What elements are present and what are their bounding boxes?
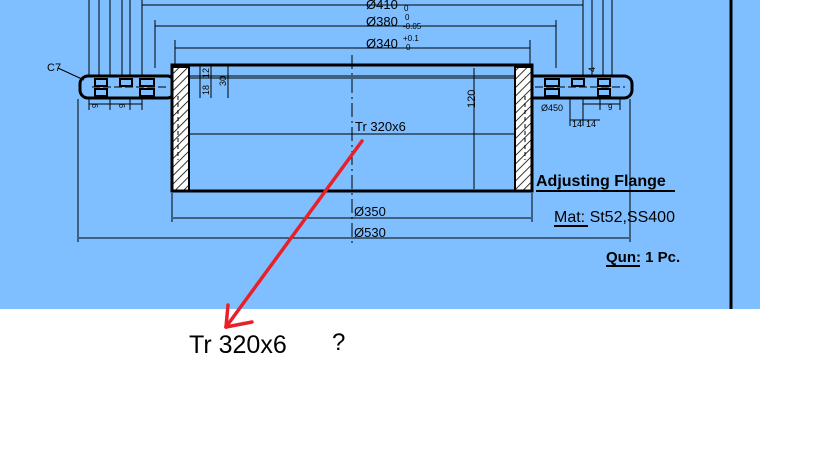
- part-quantity: Qun: 1 Pc.: [606, 249, 680, 266]
- dim-d530: Ø530: [354, 225, 386, 240]
- callout-arrow: [224, 139, 364, 329]
- dim-depth-18: 18: [201, 85, 211, 95]
- dim-small-9b: 9: [118, 103, 127, 108]
- dim-small-9a: 9: [91, 103, 100, 108]
- dim-d340-tol-upper: +0.1: [403, 34, 419, 43]
- dim-small-9c: 9: [608, 103, 613, 112]
- dim-depth-30: 30: [218, 76, 228, 86]
- dim-depth-12: 12: [201, 68, 211, 78]
- part-material: Mat: St52,SS400: [554, 209, 675, 226]
- dim-height-120: 120: [466, 90, 478, 108]
- question-mark: ?: [332, 329, 346, 356]
- thread-note: Tr 320x6: [189, 331, 287, 359]
- dim-chamfer: C7: [47, 62, 61, 74]
- thread-label: Tr 320x6: [355, 119, 406, 134]
- dim-d380: Ø380: [366, 14, 398, 29]
- dim-d340-tol-lower: 0: [406, 43, 411, 52]
- dim-d340: Ø340: [366, 36, 398, 51]
- dim-d350: Ø350: [354, 204, 386, 219]
- dim-v4: 4: [587, 67, 597, 72]
- dim-d380-tol-lower: -0.05: [403, 22, 422, 31]
- dim-d410-tol-lower: 0: [404, 4, 409, 13]
- drawing-background: [0, 0, 760, 309]
- dim-d380-tol-upper: 0: [405, 13, 410, 22]
- dim-d450: Ø450: [541, 103, 563, 113]
- dim-w14b: 14: [586, 119, 596, 129]
- dim-w14a: 14: [572, 119, 582, 129]
- part-title: Adjusting Flange: [536, 173, 666, 190]
- dim-d410: Ø410: [366, 0, 398, 12]
